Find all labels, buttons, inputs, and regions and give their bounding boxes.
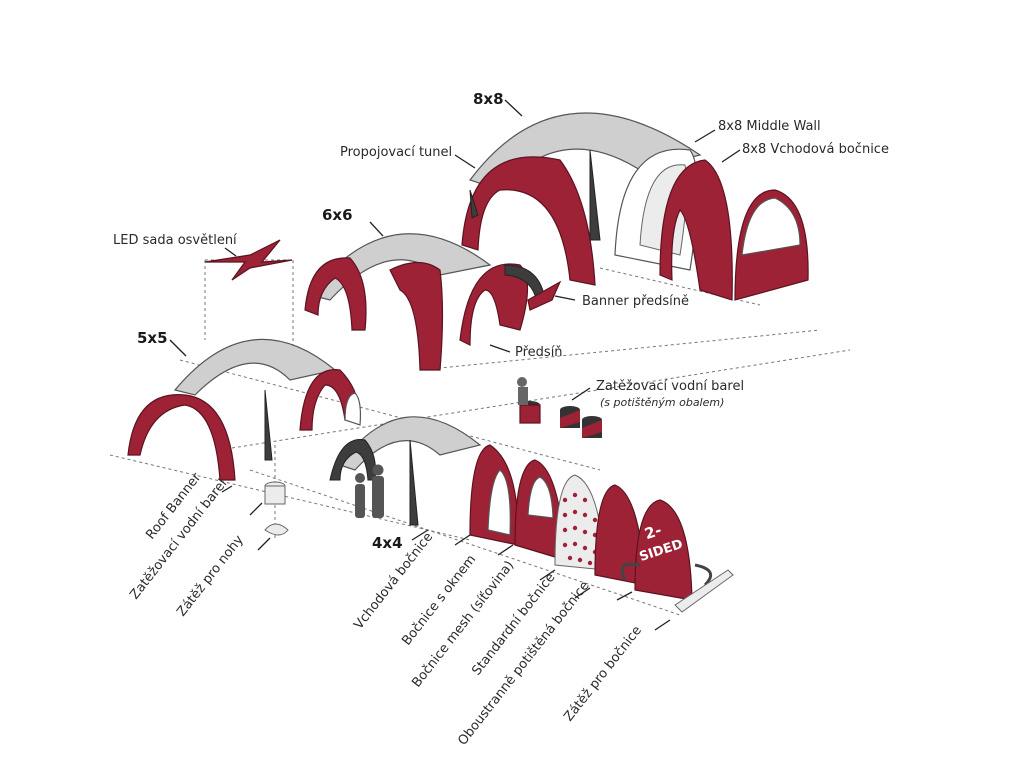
tent-6x6-roof	[308, 233, 492, 301]
label-water-barrel-top: Zatěžovací vodní barel	[596, 379, 744, 394]
small-barrel	[264, 481, 289, 536]
tent-6x6-wall-left	[304, 257, 367, 331]
tent-4x4: 2- SIDED	[329, 416, 734, 613]
tent-5x5-wall-left	[127, 394, 236, 481]
leg-weight-icon	[264, 523, 289, 536]
people-silhouette	[355, 464, 384, 518]
tent-6x6-porch-banner	[527, 280, 562, 311]
label-leg-weight: Zátěž pro nohy	[174, 532, 247, 619]
leader-arrows	[169, 99, 741, 631]
wall-double-printed	[634, 499, 693, 601]
label-wall-weight: Zátěž pro bočnice	[561, 623, 645, 724]
label-tunnel: Propojovací tunel	[340, 145, 452, 160]
label-led: LED sada osvětlení	[113, 233, 237, 248]
tent-8x8-wall-front	[461, 156, 596, 286]
label-water-barrel-sub: (s potištěným obalem)	[600, 396, 724, 409]
water-barrel-group	[517, 377, 602, 438]
two-sided-text-1: 2-	[642, 521, 663, 543]
tent-6x6	[304, 233, 562, 371]
tent-8x8-entrance-wall	[659, 159, 733, 301]
label-entrance-wall-8: 8x8 Vchodová bočnice	[742, 142, 889, 157]
tent-4x4-roof	[339, 416, 482, 471]
size-label-4x4: 4x4	[372, 534, 403, 552]
wall-weight-bar	[674, 569, 734, 613]
label-banner-porch: Banner předsíně	[582, 294, 689, 309]
tent-6x6-wall-front	[389, 261, 444, 371]
tent-5x5	[127, 338, 362, 481]
tent-8x8	[461, 112, 809, 301]
label-porch: Předsíň	[515, 345, 563, 360]
led-light-icon	[204, 239, 293, 281]
size-label-6x6: 6x6	[322, 206, 353, 224]
tent-6x6-porch	[459, 263, 529, 346]
label-middle-wall: 8x8 Middle Wall	[718, 119, 821, 134]
size-label-8x8: 8x8	[473, 90, 504, 108]
size-label-5x5: 5x5	[137, 329, 168, 347]
